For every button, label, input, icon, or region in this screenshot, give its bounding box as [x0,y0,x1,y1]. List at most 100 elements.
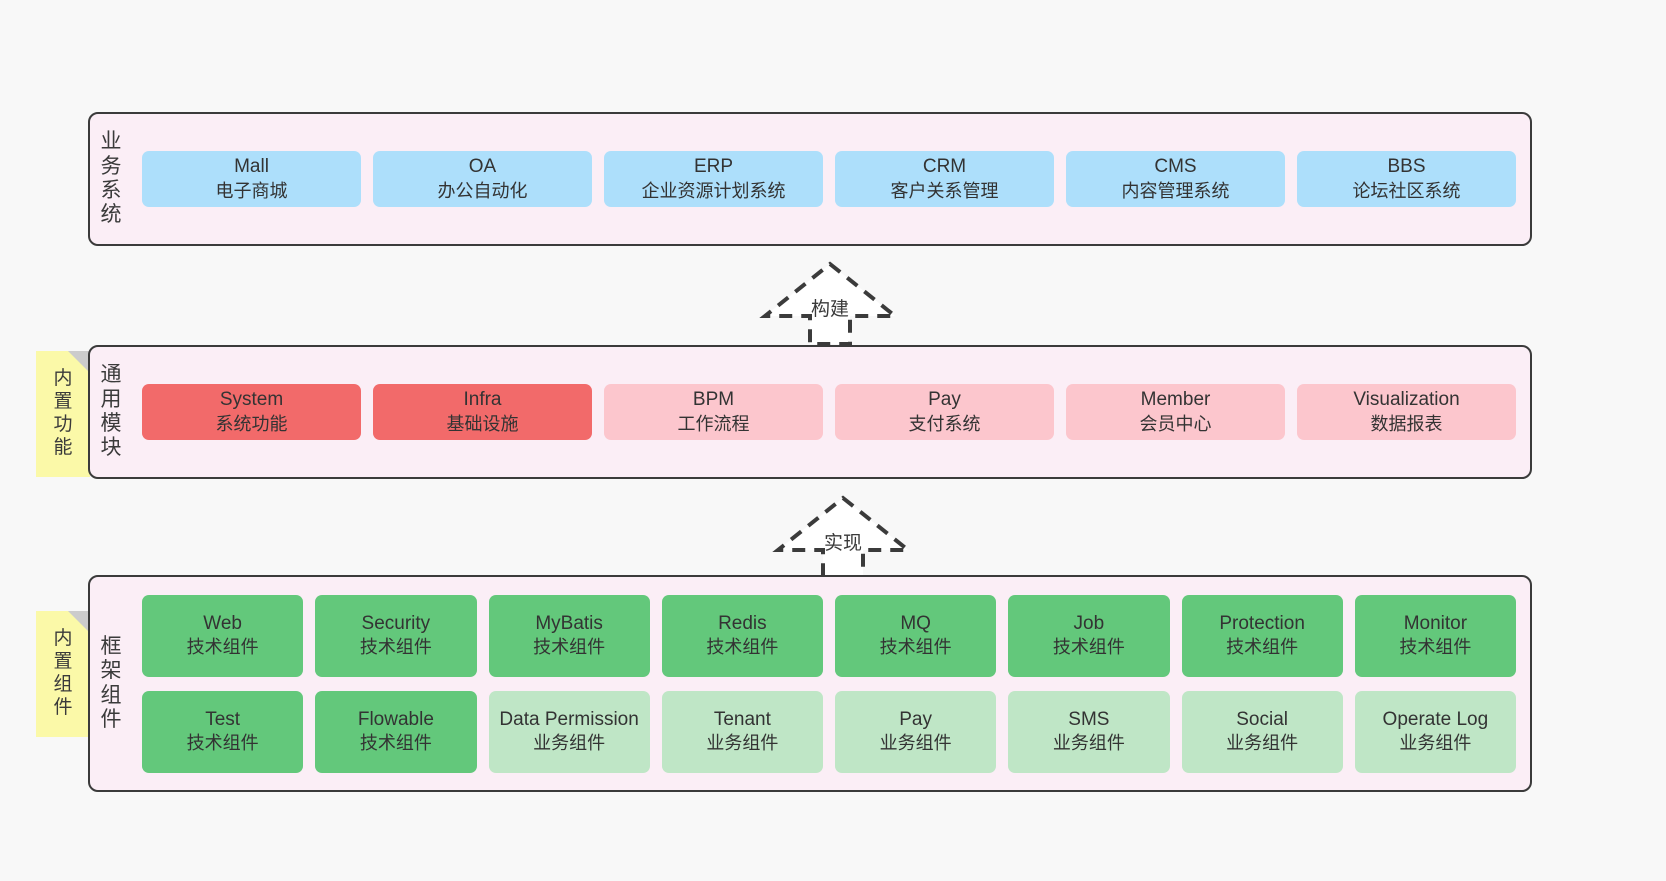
layer-title-framework-components: 框 架 组 件 [90,577,132,790]
card-flowable[interactable]: Flowable 技术组件 [315,690,477,773]
card-title: Mall [234,156,269,178]
card-subtitle: 系统功能 [215,413,288,434]
layer-body-framework-components: Web 技术组件 Security 技术组件 MyBatis 技术组件 Redi… [132,577,1530,790]
card-title: Security [361,612,431,634]
card-security[interactable]: Security 技术组件 [315,594,477,677]
card-title: System [219,389,284,411]
card-mq[interactable]: MQ 技术组件 [835,594,997,677]
card-title: Test [205,708,241,730]
sticky-char: 置 [53,651,73,673]
card-subtitle: 基础设施 [446,413,519,434]
card-title: SMS [1068,708,1110,730]
card-title: BPM [692,389,735,411]
card-title: Operate Log [1382,708,1489,730]
card-subtitle: 技术组件 [186,733,259,754]
card-web[interactable]: Web 技术组件 [142,594,304,677]
arrow-build: 构建 [755,258,905,350]
card-title: Monitor [1403,612,1468,634]
card-title: ERP [693,156,734,178]
card-row: System 系统功能 Infra 基础设施 BPM 工作流程 Pay 支付系统… [142,384,1516,440]
card-mall[interactable]: Mall 电子商城 [142,151,361,207]
card-subtitle: 业务组件 [1226,733,1299,754]
card-title: Pay [899,708,932,730]
card-title: Web [203,612,242,634]
card-row-business: Test 技术组件 Flowable 技术组件 Data Permission … [142,690,1516,773]
card-row-technical: Web 技术组件 Security 技术组件 MyBatis 技术组件 Redi… [142,594,1516,677]
card-cms[interactable]: CMS 内容管理系统 [1066,151,1285,207]
card-subtitle: 电子商城 [215,180,288,201]
title-char: 业 [100,130,122,154]
layer-body-common-modules: System 系统功能 Infra 基础设施 BPM 工作流程 Pay 支付系统… [132,347,1530,477]
sticky-char: 能 [53,436,73,458]
card-subtitle: 企业资源计划系统 [641,180,786,201]
sticky-char: 内 [53,628,73,650]
card-row: Mall 电子商城 OA 办公自动化 ERP 企业资源计划系统 CRM 客户关系… [142,151,1516,207]
card-erp[interactable]: ERP 企业资源计划系统 [604,151,823,207]
card-subtitle: 技术组件 [359,637,432,658]
sticky-char: 件 [53,696,73,718]
card-subtitle: 论坛社区系统 [1352,180,1461,201]
card-test[interactable]: Test 技术组件 [142,690,304,773]
card-redis[interactable]: Redis 技术组件 [661,594,823,677]
card-title: CMS [1154,156,1197,178]
title-char: 架 [100,659,122,683]
card-title: Redis [718,612,767,634]
card-title: Flowable [357,708,434,730]
card-subtitle: 内容管理系统 [1121,180,1230,201]
title-char: 统 [100,203,122,227]
card-operate-log[interactable]: Operate Log 业务组件 [1354,690,1516,773]
card-bbs[interactable]: BBS 论坛社区系统 [1297,151,1516,207]
card-subtitle: 业务组件 [706,733,779,754]
card-title: Data Permission [499,708,639,730]
title-char: 件 [100,707,122,731]
card-oa[interactable]: OA 办公自动化 [373,151,592,207]
card-tenant[interactable]: Tenant 业务组件 [661,690,823,773]
card-subtitle: 技术组件 [1399,637,1472,658]
card-job[interactable]: Job 技术组件 [1008,594,1170,677]
card-pay-module[interactable]: Pay 支付系统 [835,384,1054,440]
title-char: 模 [100,412,122,435]
card-subtitle: 技术组件 [186,637,259,658]
title-char: 块 [100,436,122,460]
card-sms[interactable]: SMS 业务组件 [1008,690,1170,773]
card-subtitle: 工作流程 [677,413,750,434]
title-char: 框 [100,634,122,658]
card-subtitle: 支付系统 [908,413,981,434]
card-member[interactable]: Member 会员中心 [1066,384,1285,440]
card-subtitle: 技术组件 [879,637,952,658]
card-subtitle: 业务组件 [879,733,952,754]
card-title: Infra [463,389,502,411]
card-crm[interactable]: CRM 客户关系管理 [835,151,1054,207]
card-title: BBS [1387,156,1426,178]
title-char: 组 [100,683,122,707]
arrow-implement-label: 实现 [823,533,863,554]
arrow-build-label: 构建 [810,299,850,320]
card-title: MyBatis [535,612,603,634]
card-subtitle: 数据报表 [1370,413,1443,434]
card-title: Protection [1219,612,1305,634]
title-char: 务 [100,154,122,178]
card-protection[interactable]: Protection 技术组件 [1181,594,1343,677]
sticky-char: 内 [53,368,73,390]
arrow-implement: 实现 [768,492,918,584]
card-infra[interactable]: Infra 基础设施 [373,384,592,440]
sticky-char: 置 [53,391,73,413]
card-title: Social [1236,708,1288,730]
card-visualization[interactable]: Visualization 数据报表 [1297,384,1516,440]
card-monitor[interactable]: Monitor 技术组件 [1354,594,1516,677]
card-mybatis[interactable]: MyBatis 技术组件 [488,594,650,677]
card-data-permission[interactable]: Data Permission 业务组件 [488,690,650,773]
card-bpm[interactable]: BPM 工作流程 [604,384,823,440]
title-char: 系 [100,179,122,202]
layer-title-common-modules: 通 用 模 块 [90,347,132,477]
card-pay-component[interactable]: Pay 业务组件 [835,690,997,773]
card-subtitle: 业务组件 [1052,733,1125,754]
card-subtitle: 业务组件 [533,733,606,754]
card-title: Member [1140,389,1211,411]
card-social[interactable]: Social 业务组件 [1181,690,1343,773]
card-subtitle: 业务组件 [1399,733,1472,754]
card-subtitle: 客户关系管理 [890,180,999,201]
card-system[interactable]: System 系统功能 [142,384,361,440]
card-title: Tenant [713,708,771,730]
